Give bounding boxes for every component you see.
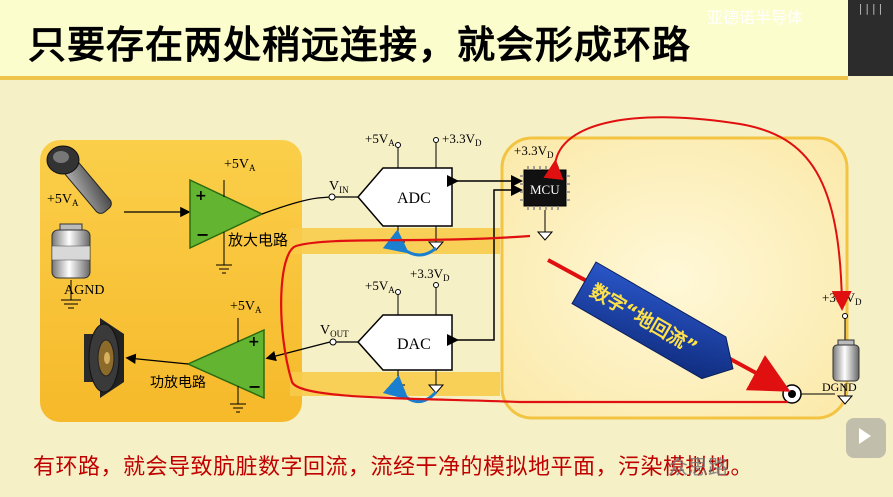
- vout-node: [329, 338, 337, 346]
- adc-label: ADC: [397, 190, 431, 207]
- adc-return-arrow: [382, 229, 437, 257]
- mcu-supply: +3.3VD: [514, 143, 554, 160]
- pamp-speaker-wire: [125, 353, 189, 365]
- amp-minus: −: [196, 225, 209, 244]
- ground-node: [782, 384, 802, 404]
- dgnd-ground-symbol: [836, 395, 854, 405]
- amp-ground-symbol: [216, 264, 232, 274]
- return-loop-path: [280, 234, 788, 404]
- dac-return-arrow: [382, 375, 438, 403]
- caption: 有环路，就会导致肮脏数字回流，流经干净的模拟地平面，污染模拟地。: [33, 455, 754, 480]
- amp-label: 放大电路: [228, 231, 288, 249]
- vin-node: [328, 193, 336, 201]
- power-amp-label: 功放电路: [150, 375, 206, 391]
- battery-icon: [51, 223, 91, 279]
- dac-pamp-wire: [265, 341, 331, 362]
- dac-supply-a: +5VA: [365, 278, 395, 295]
- speaker-icon: [84, 318, 124, 398]
- amp-output-wire: [261, 196, 331, 215]
- vin-label: VIN: [329, 179, 349, 195]
- pamp-minus: −: [248, 377, 261, 396]
- dgnd-label: DGND: [822, 380, 857, 394]
- play-button[interactable]: [846, 418, 886, 458]
- mic-supply-label: +5VA: [47, 192, 79, 208]
- source-mark: 众思路: [668, 455, 728, 479]
- dgnd-battery-icon: [832, 339, 860, 382]
- amplifier-symbol: [189, 178, 264, 250]
- power-amp-symbol: [186, 328, 265, 400]
- watermark: 亚德诺半导体: [707, 8, 804, 27]
- vout-label: VOUT: [320, 323, 349, 339]
- agnd-ground-symbol: [61, 299, 81, 309]
- dac-mcu-bus: [447, 184, 523, 346]
- title-bar: [0, 0, 848, 80]
- corner-strip: [848, 0, 893, 76]
- dac-label: DAC: [397, 336, 431, 353]
- microphone-icon: [46, 145, 112, 214]
- adc-supply-d: +3.3VD: [442, 131, 482, 148]
- page-title: 只要存在两处稍远连接，就会形成环路: [28, 23, 692, 67]
- pamp-plus: +: [248, 334, 260, 350]
- pamp-ground-symbol: [230, 403, 246, 413]
- adc-supply-a: +5VA: [365, 131, 395, 148]
- return-loop-top: [543, 116, 852, 311]
- agnd-label: AGND: [64, 283, 104, 298]
- amp-plus: +: [195, 188, 207, 204]
- mcu-label: MCU: [530, 182, 560, 197]
- amp-supply-label: +5VA: [224, 157, 256, 173]
- mcu-chip: MCU: [520, 166, 570, 210]
- power-amp-supply: +5VA: [230, 299, 262, 315]
- corner-mark: ||||: [857, 2, 884, 15]
- adc-dgnd-symbol: [427, 241, 445, 251]
- dac-dgnd-symbol: [427, 384, 445, 394]
- dac-supply-d: +3.3VD: [410, 266, 450, 283]
